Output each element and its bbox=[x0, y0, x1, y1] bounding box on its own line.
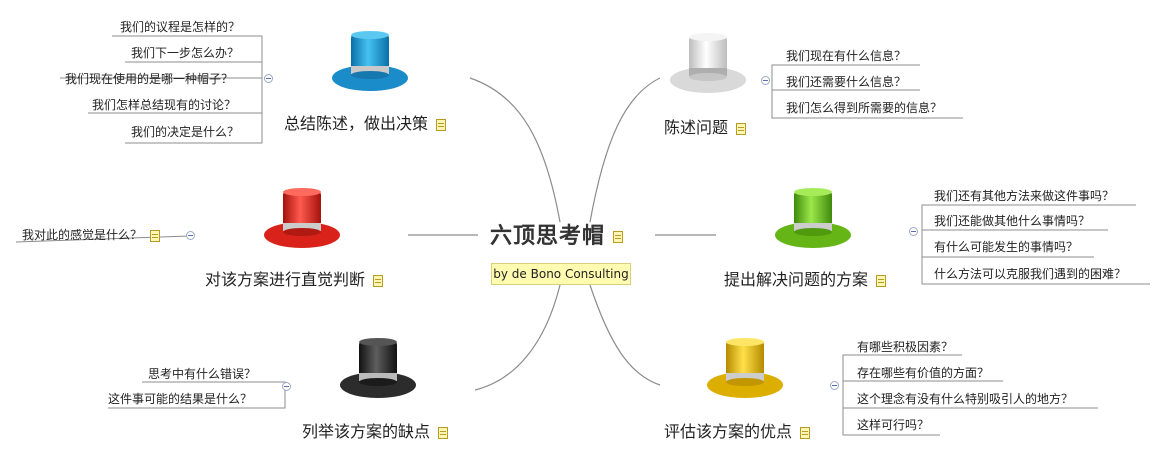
topic-label: 提出解决问题的方案 bbox=[724, 270, 869, 289]
subtopic-black-2[interactable]: 这件事可能的结果是什么？ bbox=[108, 392, 253, 406]
note-icon[interactable] bbox=[436, 118, 447, 131]
subtopic-blue-1[interactable]: 我们的议程是怎样的？ bbox=[120, 20, 241, 34]
subtopic-green-2[interactable]: 我们还能做其他什么事情吗？ bbox=[934, 214, 1091, 228]
topic-label: 总结陈述，做出决策 bbox=[284, 114, 429, 133]
collapse-toggle[interactable] bbox=[186, 231, 195, 240]
subtopic-yellow-2[interactable]: 存在哪些有价值的方面？ bbox=[857, 366, 990, 380]
collapse-toggle[interactable] bbox=[830, 381, 839, 390]
subtopic-blue-2[interactable]: 我们下一步怎么办？ bbox=[131, 46, 240, 60]
collapse-toggle[interactable] bbox=[909, 227, 918, 236]
subtopic-white-2[interactable]: 我们还需要什么信息？ bbox=[786, 75, 907, 89]
subtopic-green-1[interactable]: 我们还有其他方法来做这件事吗？ bbox=[934, 189, 1115, 203]
central-topic[interactable]: 六顶思考帽 bbox=[490, 218, 624, 250]
subtopic-black-1[interactable]: 思考中有什么错误？ bbox=[148, 367, 257, 381]
topic-label: 评估该方案的优点 bbox=[664, 422, 793, 441]
topic-white-hat[interactable]: 陈述问题 bbox=[664, 114, 747, 138]
topic-blue-hat[interactable]: 总结陈述，做出决策 bbox=[284, 110, 447, 134]
subtopic-blue-4[interactable]: 我们怎样总结现有的讨论？ bbox=[92, 98, 237, 112]
subtopic-yellow-4[interactable]: 这样可行吗？ bbox=[857, 418, 930, 432]
topic-black-hat[interactable]: 列举该方案的缺点 bbox=[302, 418, 449, 442]
note-icon[interactable] bbox=[876, 274, 887, 287]
note-icon[interactable] bbox=[150, 229, 161, 242]
note-icon[interactable] bbox=[736, 122, 747, 135]
subtopic-green-4[interactable]: 什么方法可以克服我们遇到的困难？ bbox=[934, 267, 1127, 281]
note-icon[interactable] bbox=[373, 274, 384, 287]
collapse-toggle[interactable] bbox=[282, 382, 291, 391]
white-hat-icon bbox=[670, 33, 746, 93]
subtopic-green-3[interactable]: 有什么可能发生的事情吗？ bbox=[934, 240, 1079, 254]
topic-label: 对该方案进行直觉判断 bbox=[205, 270, 366, 289]
note-icon[interactable] bbox=[800, 426, 811, 439]
subtopic-blue-5[interactable]: 我们的决定是什么？ bbox=[131, 125, 240, 139]
topic-red-hat[interactable]: 对该方案进行直觉判断 bbox=[205, 266, 384, 290]
topic-yellow-hat[interactable]: 评估该方案的优点 bbox=[664, 418, 811, 442]
subtopic-white-3[interactable]: 我们怎么得到所需要的信息？ bbox=[786, 101, 943, 115]
central-topic-label: 六顶思考帽 bbox=[490, 224, 606, 249]
blue-hat-icon bbox=[332, 31, 408, 91]
yellow-hat-icon bbox=[707, 338, 783, 398]
note-icon[interactable] bbox=[438, 426, 449, 439]
topic-label: 列举该方案的缺点 bbox=[302, 422, 431, 441]
black-hat-icon bbox=[340, 338, 416, 398]
subtopic-label: 我对此的感觉是什么？ bbox=[22, 228, 143, 242]
topic-green-hat[interactable]: 提出解决问题的方案 bbox=[724, 266, 887, 290]
subtopic-red-1[interactable]: 我对此的感觉是什么？ bbox=[22, 227, 161, 243]
green-hat-icon bbox=[775, 188, 851, 248]
subtopic-yellow-1[interactable]: 有哪些积极因素？ bbox=[857, 340, 954, 354]
subtopic-yellow-3[interactable]: 这个理念有没有什么特别吸引人的地方？ bbox=[857, 392, 1074, 406]
red-hat-icon bbox=[264, 188, 340, 248]
note-icon[interactable] bbox=[613, 231, 624, 243]
subtopic-white-1[interactable]: 我们现在有什么信息？ bbox=[786, 49, 907, 63]
subtopic-blue-3[interactable]: 我们现在使用的是哪一种帽子？ bbox=[65, 72, 234, 86]
topic-label: 陈述问题 bbox=[664, 118, 729, 137]
collapse-toggle[interactable] bbox=[264, 74, 273, 83]
collapse-toggle[interactable] bbox=[761, 76, 770, 85]
central-topic-subtitle: by de Bono Consulting bbox=[491, 263, 631, 285]
